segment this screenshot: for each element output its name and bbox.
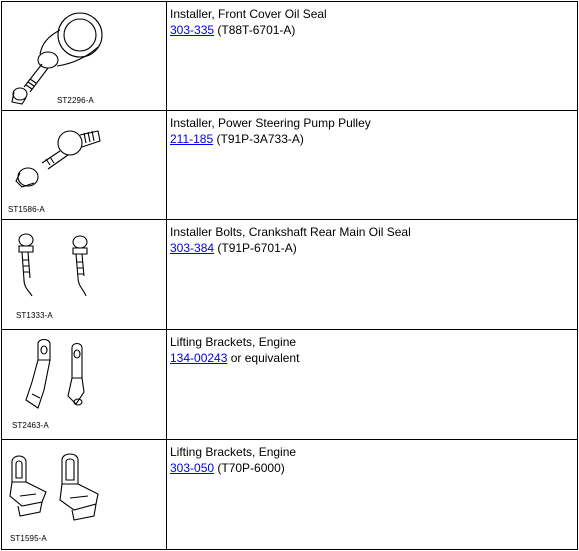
tool-name: Lifting Brackets, Engine xyxy=(170,445,297,459)
tool-number-link[interactable]: 211-185 xyxy=(170,132,214,146)
tool-number-link[interactable]: 303-384 xyxy=(170,241,215,255)
tool-description: Lifting Brackets, Engine 134-00243 or eq… xyxy=(168,330,577,439)
tool-name: Installer Bolts, Crankshaft Rear Main Oi… xyxy=(170,225,411,239)
illustration-code: ST2296-A xyxy=(57,96,94,105)
tool-illustration-cell: ST1586-A xyxy=(2,111,167,219)
table-row: ST1333-A Installer Bolts, Crankshaft Rea… xyxy=(2,220,577,330)
pulley-installer-icon xyxy=(15,130,101,188)
tool-name: Installer, Power Steering Pump Pulley xyxy=(170,116,371,130)
illustration-code: ST2463-A xyxy=(12,421,49,430)
tool-illustration-cell: ST1333-A xyxy=(2,220,167,329)
tool-description: Installer, Front Cover Oil Seal 303-335 … xyxy=(168,2,577,110)
tool-illustration-cell: ST2296-A xyxy=(2,2,167,110)
installer-bolts-icon xyxy=(18,233,88,297)
table-row: ST1586-A Installer, Power Steering Pump … xyxy=(2,111,577,220)
part-number: (T88T-6701-A) xyxy=(214,23,296,37)
illustration-code: ST1595-A xyxy=(10,534,47,543)
lifting-bracket-pair-icon xyxy=(9,453,99,521)
seal-installer-icon xyxy=(11,12,103,105)
part-number: (T91P-6701-A) xyxy=(214,241,297,255)
table-row: ST2296-A Installer, Front Cover Oil Seal… xyxy=(2,2,577,111)
tool-number-link[interactable]: 303-050 xyxy=(170,461,215,475)
table-row: ST2463-A Lifting Brackets, Engine 134-00… xyxy=(2,330,577,440)
part-number: (T70P-6000) xyxy=(214,461,285,475)
tool-number-link[interactable]: 303-335 xyxy=(170,23,215,37)
tool-name: Installer, Front Cover Oil Seal xyxy=(170,7,327,21)
tool-illustration-cell: ST1595-A xyxy=(2,440,167,550)
tool-description: Installer Bolts, Crankshaft Rear Main Oi… xyxy=(168,220,577,329)
part-number: or equivalent xyxy=(227,351,300,365)
tool-description: Installer, Power Steering Pump Pulley 21… xyxy=(168,111,577,219)
lifting-bracket-icon xyxy=(25,338,85,409)
illustration-code: ST1333-A xyxy=(16,311,53,320)
part-number: (T91P-3A733-A) xyxy=(213,132,304,146)
tool-number-link[interactable]: 134-00243 xyxy=(170,351,228,365)
tool-name: Lifting Brackets, Engine xyxy=(170,335,297,349)
tool-illustration-cell: ST2463-A xyxy=(2,330,167,439)
tool-description: Lifting Brackets, Engine 303-050 (T70P-6… xyxy=(168,440,577,550)
illustration-code: ST1586-A xyxy=(8,205,45,214)
table-row: ST1595-A Lifting Brackets, Engine 303-05… xyxy=(2,440,577,550)
